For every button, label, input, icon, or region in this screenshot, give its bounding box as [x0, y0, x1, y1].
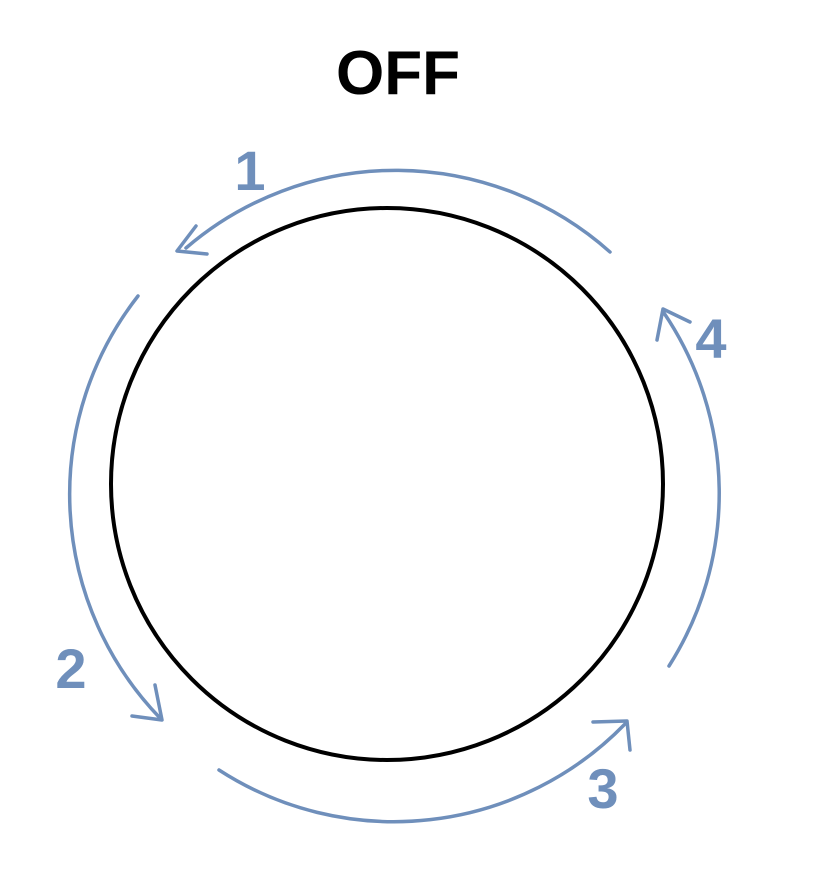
arrow-4-arc — [662, 311, 721, 668]
arrow-step-2 — [67, 294, 164, 722]
arrow-3-head — [591, 719, 632, 752]
arrow-3-arc — [217, 722, 627, 824]
arrow-4-head — [655, 307, 692, 342]
step-label-2: 2 — [55, 637, 86, 700]
dial-circle — [109, 206, 665, 762]
diagram-title: OFF — [336, 39, 460, 108]
step-label-1: 1 — [234, 139, 265, 202]
arrow-2-head — [130, 683, 164, 722]
arrow-1-arc — [184, 168, 612, 254]
arrow-step-3 — [217, 719, 632, 824]
arrow-step-4 — [655, 307, 721, 668]
step-label-4: 4 — [695, 307, 726, 370]
arrow-2-arc — [67, 294, 162, 720]
arrow-step-1 — [175, 168, 612, 256]
arrow-1-head — [175, 224, 209, 256]
step-label-3: 3 — [587, 757, 618, 820]
